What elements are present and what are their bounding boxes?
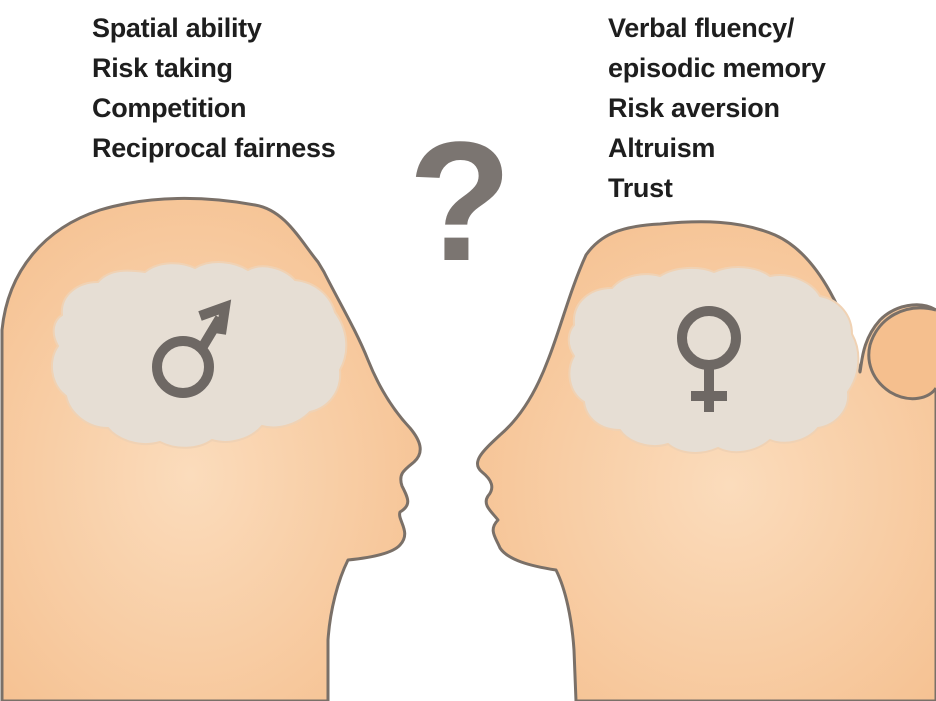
female-trait: episodic memory — [608, 53, 826, 83]
female-head — [476, 220, 936, 701]
male-head — [0, 196, 422, 701]
male-symbol-icon — [152, 299, 232, 398]
female-trait: Trust — [608, 173, 673, 203]
female-hair-bun — [867, 306, 936, 401]
male-trait: Spatial ability — [92, 13, 262, 43]
male-brain — [50, 261, 348, 449]
female-traits-list: Verbal fluency/ episodic memory Risk ave… — [608, 8, 826, 208]
male-trait: Competition — [92, 93, 247, 123]
female-trait: Altruism — [608, 133, 716, 163]
male-trait: Reciprocal fairness — [92, 133, 336, 163]
male-trait: Risk taking — [92, 53, 233, 83]
male-traits-list: Spatial ability Risk taking Competition … — [92, 8, 336, 168]
female-symbol-icon — [677, 306, 741, 412]
question-mark: ? — [408, 107, 512, 297]
female-trait: Risk aversion — [608, 93, 780, 123]
female-trait: Verbal fluency/ — [608, 13, 795, 43]
